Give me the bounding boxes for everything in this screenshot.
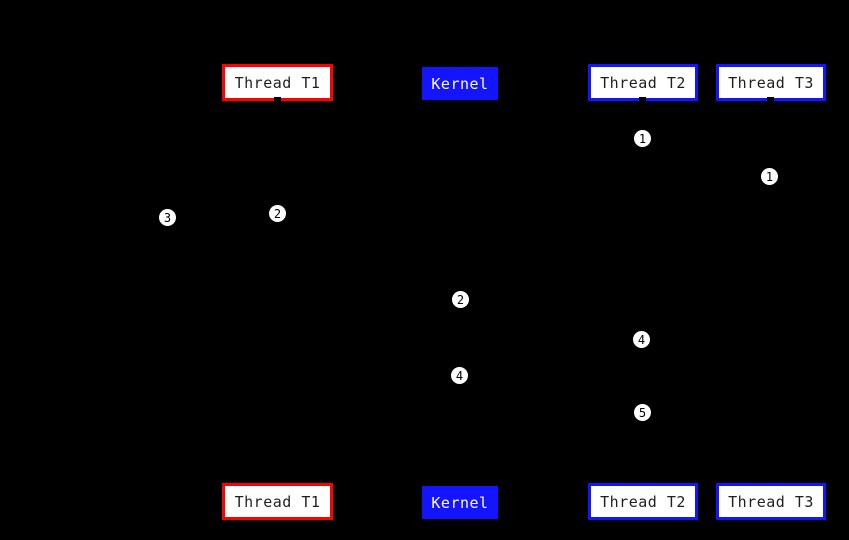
actor-box-thread-t1-top: Thread T1 xyxy=(222,64,333,101)
lifeline-stub xyxy=(274,97,281,104)
event-marker-label: 2 xyxy=(456,292,465,307)
event-marker-1-thread-t3: 1 xyxy=(760,167,779,186)
lifeline-stub xyxy=(639,97,646,104)
event-marker-4-thread-t2: 4 xyxy=(632,330,651,349)
actor-label-thread-t2-top: Thread T2 xyxy=(600,73,686,92)
actor-label-thread-t1-top: Thread T1 xyxy=(234,73,321,92)
event-marker-4-kernel: 4 xyxy=(450,366,469,385)
actor-box-thread-t3-bottom: Thread T3 xyxy=(716,483,826,520)
event-marker-2-kernel: 2 xyxy=(451,290,470,309)
event-marker-label: 2 xyxy=(273,206,282,221)
event-marker-2-thread-t1: 2 xyxy=(268,204,287,223)
lifeline-thread-t2 xyxy=(642,101,643,483)
actor-label-thread-t2-bottom: Thread T2 xyxy=(600,492,686,511)
actor-box-kernel-top: Kernel xyxy=(422,67,498,100)
actor-label-kernel-bottom: Kernel xyxy=(431,493,489,512)
event-marker-label: 1 xyxy=(638,131,647,146)
actor-box-thread-t2-top: Thread T2 xyxy=(588,64,698,101)
lifeline-thread-t1 xyxy=(277,101,278,483)
actor-box-kernel-bottom: Kernel xyxy=(422,486,498,519)
event-marker-label: 4 xyxy=(455,368,464,383)
lifeline-thread-t3 xyxy=(770,101,771,483)
event-marker-label: 3 xyxy=(163,210,172,225)
event-marker-1-thread-t2: 1 xyxy=(633,129,652,148)
actor-label-thread-t3-top: Thread T3 xyxy=(728,73,814,92)
event-marker-3: 3 xyxy=(158,208,177,227)
actor-label-thread-t3-bottom: Thread T3 xyxy=(728,492,814,511)
lifeline-stub xyxy=(767,97,774,104)
actor-label-kernel-top: Kernel xyxy=(431,74,489,93)
actor-box-thread-t3-top: Thread T3 xyxy=(716,64,826,101)
actor-label-thread-t1-bottom: Thread T1 xyxy=(234,492,321,511)
event-marker-label: 1 xyxy=(765,169,774,184)
event-marker-5-thread-t2: 5 xyxy=(633,403,652,422)
event-marker-label: 5 xyxy=(638,405,647,420)
event-marker-label: 4 xyxy=(637,332,646,347)
actor-box-thread-t2-bottom: Thread T2 xyxy=(588,483,698,520)
actor-box-thread-t1-bottom: Thread T1 xyxy=(222,483,333,520)
